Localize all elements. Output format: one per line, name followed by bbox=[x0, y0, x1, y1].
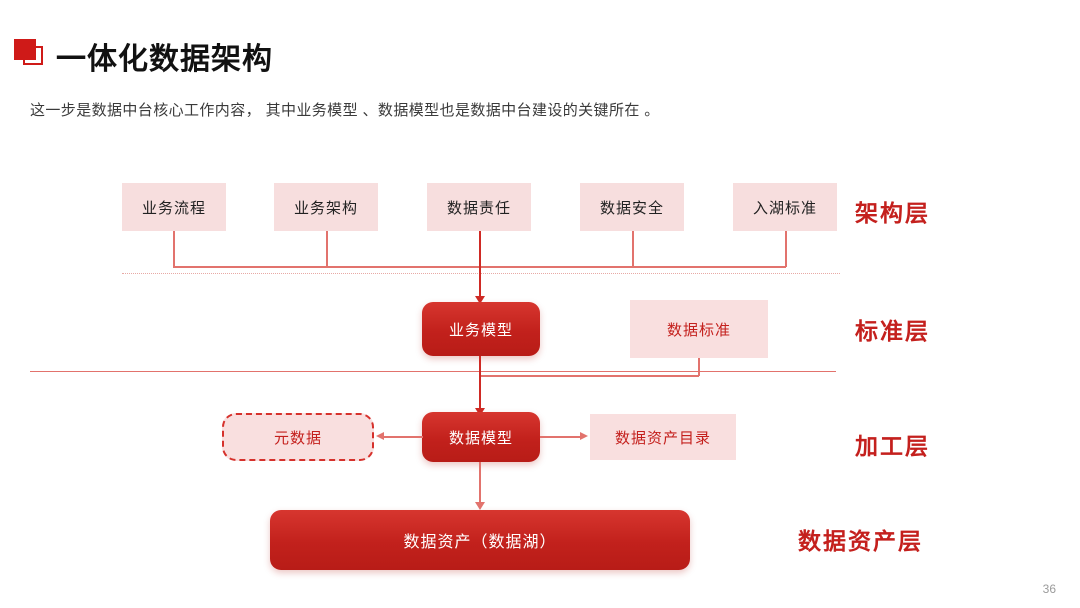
layer-label-processing: 加工层 bbox=[855, 433, 930, 459]
node-metadata[interactable]: 元数据 bbox=[222, 413, 374, 461]
connector-trunk-to-data-model bbox=[479, 356, 481, 414]
connector-drop-5 bbox=[785, 231, 787, 267]
arrow-to-catalog bbox=[580, 432, 588, 440]
node-business-architecture[interactable]: 业务架构 bbox=[274, 183, 378, 231]
node-lake-ingest-standard[interactable]: 入湖标准 bbox=[733, 183, 837, 231]
layer-label-standard: 标准层 bbox=[855, 318, 930, 344]
connector-drop-2 bbox=[326, 231, 328, 267]
arrow-to-business-model bbox=[475, 296, 485, 304]
connector-model-to-catalog bbox=[540, 436, 582, 438]
node-data-standard[interactable]: 数据标准 bbox=[630, 300, 768, 358]
node-data-responsibility[interactable]: 数据责任 bbox=[427, 183, 531, 231]
node-business-process[interactable]: 业务流程 bbox=[122, 183, 226, 231]
square-filled-shape bbox=[14, 39, 36, 60]
divider-standard-processing bbox=[30, 371, 836, 372]
page-number: 36 bbox=[1042, 582, 1056, 596]
node-data-model[interactable]: 数据模型 bbox=[422, 412, 540, 462]
divider-architecture-standard bbox=[122, 273, 840, 274]
layer-label-architecture: 架构层 bbox=[855, 200, 930, 226]
overlapping-squares-icon bbox=[12, 38, 46, 68]
page-title: 一体化数据架构 bbox=[56, 43, 273, 76]
connector-trunk-to-data-asset bbox=[479, 462, 481, 508]
connector-standard-drop bbox=[698, 358, 700, 376]
arrow-to-metadata bbox=[376, 432, 384, 440]
node-data-asset-catalog[interactable]: 数据资产目录 bbox=[590, 414, 736, 460]
arrow-to-data-asset bbox=[475, 502, 485, 510]
page-subtitle: 这一步是数据中台核心工作内容， 其中业务模型 、数据模型也是数据中台建设的关键所… bbox=[30, 102, 660, 119]
connector-trunk-to-business-model bbox=[479, 266, 481, 301]
slide-header: 一体化数据架构 这一步是数据中台核心工作内容， 其中业务模型 、数据模型也是数据… bbox=[0, 0, 1080, 140]
connector-drop-4 bbox=[632, 231, 634, 267]
layer-label-asset: 数据资产层 bbox=[798, 528, 923, 554]
connector-standard-join bbox=[480, 375, 699, 377]
node-data-security[interactable]: 数据安全 bbox=[580, 183, 684, 231]
node-business-model[interactable]: 业务模型 bbox=[422, 302, 540, 356]
architecture-diagram: 业务流程 业务架构 数据责任 数据安全 入湖标准 架构层 业务模型 数据标准 标… bbox=[0, 140, 1080, 580]
node-data-asset-lake[interactable]: 数据资产（数据湖） bbox=[270, 510, 690, 570]
connector-drop-1 bbox=[173, 231, 175, 267]
connector-model-to-metadata bbox=[383, 436, 423, 438]
connector-drop-3 bbox=[479, 231, 481, 267]
